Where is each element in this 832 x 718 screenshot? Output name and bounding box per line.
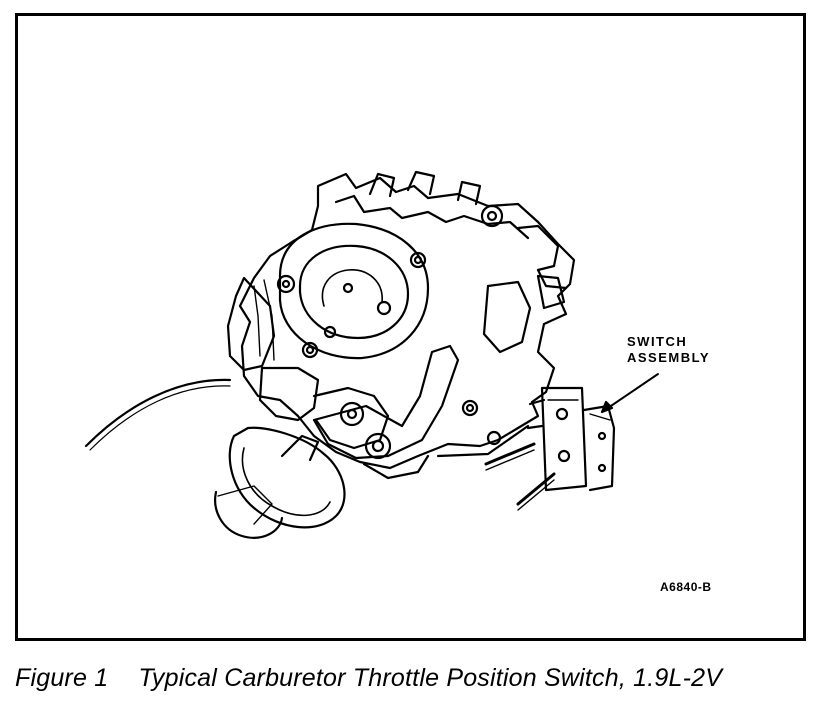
figure-number: Figure 1 (15, 664, 109, 692)
carburetor-illustration (84, 170, 659, 539)
figure-frame: SWITCH ASSEMBLY A6840-B (15, 13, 806, 641)
drawing-code: A6840-B (660, 580, 712, 594)
throttle-cable (84, 378, 232, 448)
figure-title: Typical Carburetor Throttle Position Swi… (138, 664, 723, 692)
switch-assembly-label-line1: SWITCH (627, 334, 688, 349)
throttle-body (258, 366, 320, 422)
switch-assembly-label-line2: ASSEMBLY (627, 350, 711, 365)
leader-arrow (601, 373, 659, 413)
vacuum-diaphragm (228, 426, 346, 529)
switch-assembly (540, 386, 588, 492)
throttle-lever (312, 344, 460, 460)
switch-assembly-label: SWITCH ASSEMBLY (627, 334, 710, 366)
figure-caption: Figure 1 Typical Carburetor Throttle Posi… (15, 664, 722, 693)
carburetor-body (238, 172, 576, 470)
